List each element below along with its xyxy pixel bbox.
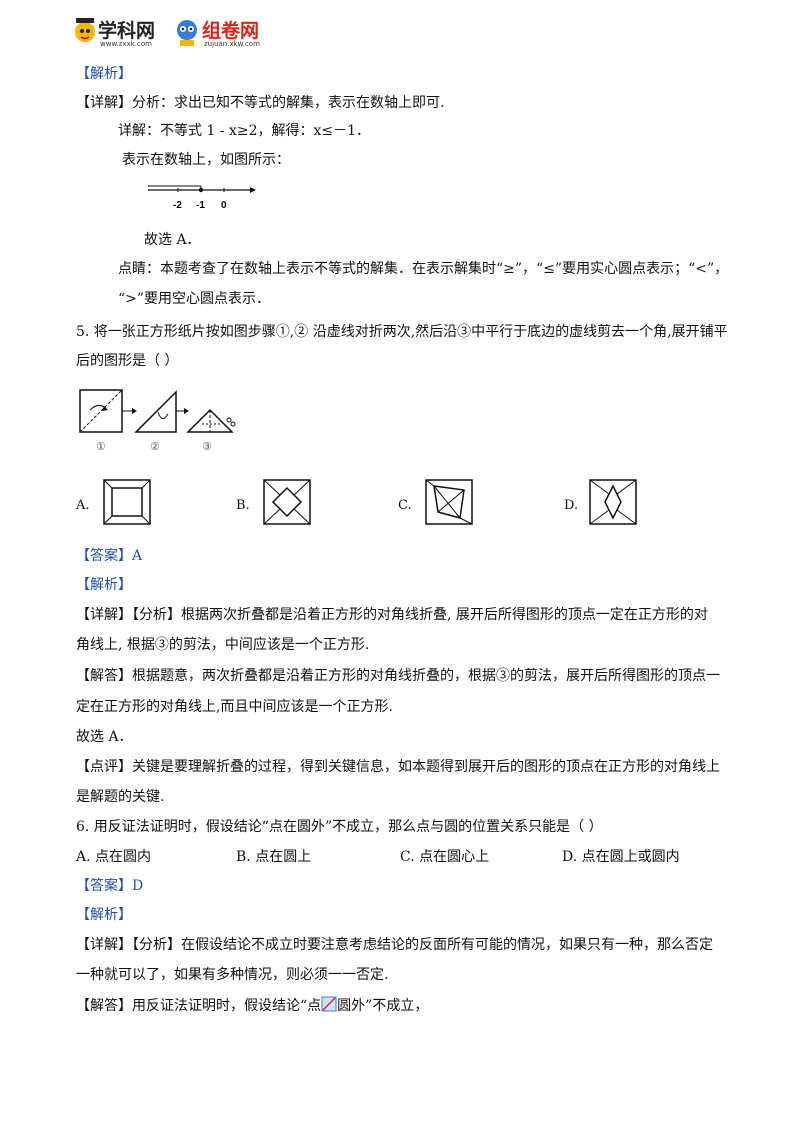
q4-choose: 故选 A．	[144, 232, 201, 248]
q5-detail-2: 角线上, 根据③的剪法，中间应该是一个正方形.	[76, 637, 370, 653]
q5-option-d-label: D.	[564, 498, 579, 513]
step-label-3: ③	[202, 440, 212, 453]
q6-option-d: D. 点在圆上或圆内	[562, 849, 680, 865]
q5-option-b-label: B.	[236, 498, 250, 513]
q6-detail-1: 【详解】【分析】在假设结论不成立时要注意考虑结论的反面所有可能的情况，如果只有一…	[76, 937, 713, 953]
q4-show: 表示在数轴上，如图所示：	[122, 152, 290, 168]
q5-option-b-figure	[263, 479, 311, 525]
step-label-1: ①	[96, 440, 106, 453]
q5-jiexi: 【解析】	[76, 577, 132, 593]
folding-steps-figure: ① ② ③	[79, 389, 236, 453]
zujuanwang-mascot-icon	[177, 20, 197, 46]
q6-option-a: A. 点在圆内	[76, 849, 152, 865]
q6-answer-prefix: 【解答】用反证法证明时，假设结论“点	[76, 998, 322, 1014]
q5-answer-text-2: 定在正方形的对角线上,而且中间应该是一个正方形.	[76, 699, 393, 715]
q5-comment-2: 是解题的关键.	[76, 789, 165, 805]
q6-answer: 【答案】D	[76, 878, 144, 894]
q5-option-d-figure	[589, 479, 637, 525]
axis-label-0: 0	[221, 200, 227, 211]
q4-comment-2: “>”要用空心圆点表示．	[118, 291, 271, 307]
q6-option-c: C. 点在圆心上	[400, 849, 490, 865]
axis-label-neg2: -2	[173, 200, 182, 211]
q4-detail: 【详解】分析：求出已知不等式的解集，表示在数轴上即可.	[76, 95, 445, 111]
q5-option-a-label: A.	[76, 498, 90, 513]
q6-answer-line: 【解答】用反证法证明时，假设结论“点圆外”不成立，	[76, 996, 428, 1016]
inline-image-icon	[321, 996, 337, 1012]
axis-label-neg1: -1	[196, 200, 205, 211]
q5-option-c-figure	[425, 479, 473, 525]
step-label-2: ②	[150, 440, 160, 453]
q6-option-b: B. 点在圆上	[236, 849, 312, 865]
q5-answer: 【答案】A	[76, 548, 143, 564]
q4-jiexi: 【解析】	[76, 66, 132, 82]
q5-answer-text-1: 【解答】根据题意，两次折叠都是沿着正方形的对角线折叠的，根据③的剪法，展开后所得…	[76, 668, 720, 684]
q5-stem-2: 后的图形是（ ）	[76, 353, 179, 369]
q5-choose: 故选 A．	[76, 729, 133, 745]
q5-detail-1: 【详解】【分析】根据两次折叠都是沿着正方形的对角线折叠, 展开后所得图形的顶点一…	[76, 607, 708, 623]
q4-comment-1: 点睛：本题考查了在数轴上表示不等式的解集．在表示解集时“≥”，“≤”要用实心圆点…	[118, 261, 729, 277]
q4-solve: 详解：不等式 1 - x≥2，解得：x≤－1．	[118, 123, 371, 139]
logo-zujuanwang-url: zujuan.xkw.com	[204, 40, 260, 48]
q5-option-c-label: C.	[398, 498, 412, 513]
q5-stem-1: 5. 将一张正方形纸片按如图步骤①,② 沿虚线对折两次,然后沿③中平行于底边的虚…	[76, 324, 728, 340]
header: 学科网 www.zxxk.com 组卷网 zujuan.xkw.com	[72, 14, 302, 54]
q6-jiexi: 【解析】	[76, 907, 132, 923]
logo-zujuanwang: 组卷网	[202, 20, 260, 42]
q5-option-a-figure	[103, 479, 151, 525]
q6-answer-suffix: 圆外”不成立，	[337, 998, 429, 1014]
q6-detail-2: 一种就可以了，如果有多种情况，则必须一一否定.	[76, 967, 389, 983]
logo-xuekewang-url: www.zxxk.com	[100, 40, 152, 48]
number-line-figure: -2 -1 0	[148, 185, 256, 211]
q5-comment-1: 【点评】关键是要理解折叠的过程，得到关键信息，如本题得到展开后的图形的顶点在正方…	[76, 759, 720, 775]
q6-stem: 6. 用反证法证明时，假设结论“点在圆外”不成立，那么点与圆的位置关系只能是（ …	[76, 819, 603, 835]
xuekewang-mascot-icon	[75, 18, 95, 42]
logo-xuekewang: 学科网	[98, 20, 156, 42]
